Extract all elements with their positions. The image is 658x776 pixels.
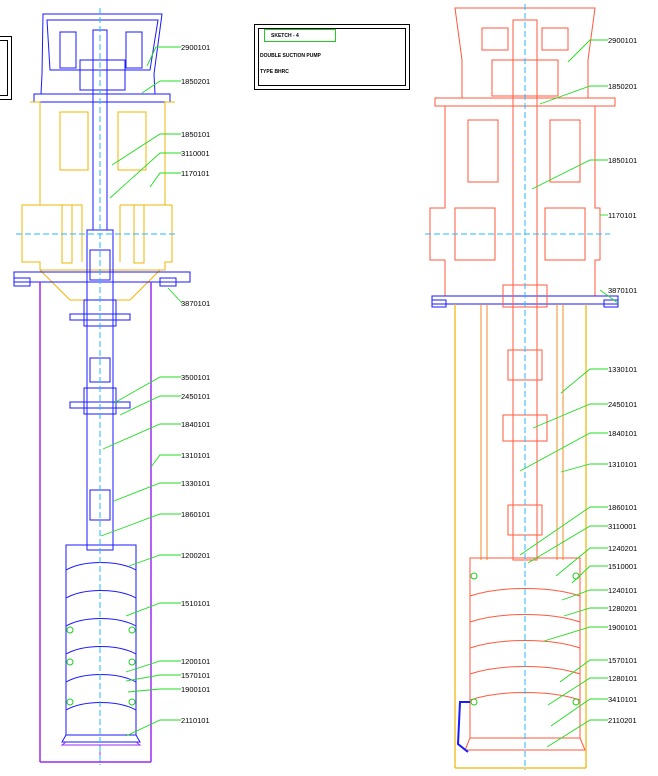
left-part-tag: 1200201 [181, 551, 211, 560]
right-part-tag: 2110201 [608, 716, 637, 725]
pump-description: DOUBLE SUCTION PUMP [260, 53, 321, 59]
left-part-tag: 2900101 [181, 43, 211, 52]
left-title-block-fragment [0, 36, 12, 100]
right-outer-column [454, 304, 587, 769]
right-part-tag: 1860101 [608, 503, 638, 512]
right-part-tag: 1570101 [608, 656, 638, 665]
left-suction-bell [60, 741, 142, 762]
right-part-tag: 1840101 [608, 429, 638, 438]
leader-lines [100, 39, 619, 748]
left-outer-column [39, 282, 152, 763]
right-part-tag: 1240101 [608, 586, 638, 595]
left-part-tag: 1900101 [181, 685, 211, 694]
title-block: SKETCH - 4 DOUBLE SUCTION PUMP TYPE BHRC [254, 24, 410, 90]
left-part-tag: 2450101 [181, 392, 211, 401]
left-base-plate [13, 271, 191, 287]
right-discharge-head [429, 106, 601, 297]
right-pipe-column [480, 304, 564, 560]
right-part-tag: 1850201 [608, 82, 638, 91]
left-motor-stand [33, 13, 171, 103]
left-part-tag: 3110001 [181, 149, 210, 158]
left-part-tag: 1330101 [181, 479, 211, 488]
left-part-tag: 1570101 [181, 671, 211, 680]
right-part-tag: 1900101 [608, 623, 638, 632]
right-part-tag: 3870101 [608, 286, 638, 295]
left-pump [13, 8, 191, 765]
left-part-tag: 2110101 [181, 716, 210, 725]
left-part-tag: 1840101 [181, 420, 211, 429]
left-part-tag: 3500101 [181, 373, 211, 382]
sketch-number: SKETCH - 4 [264, 29, 336, 42]
left-part-tag: 1850101 [181, 130, 211, 139]
right-part-tag: 1850101 [608, 156, 638, 165]
left-part-tag: 1860101 [181, 510, 211, 519]
right-shaft-column [502, 19, 548, 561]
left-part-tag: 3870101 [181, 299, 211, 308]
right-part-tag: 1310101 [608, 460, 638, 469]
left-bowl-assembly [61, 544, 141, 743]
left-part-tag: 1510101 [181, 599, 211, 608]
left-discharge-head [21, 101, 175, 301]
right-bypass-pipe [456, 701, 470, 753]
right-part-tag: 1170101 [608, 211, 637, 220]
right-part-tag: 2900101 [608, 36, 638, 45]
right-part-tag: 1510001 [608, 562, 638, 571]
right-part-tag: 1240201 [608, 544, 638, 553]
right-part-tag: 1280201 [608, 604, 638, 613]
right-pump [425, 4, 619, 770]
right-part-tag: 2450101 [608, 400, 638, 409]
left-part-tag: 1310101 [181, 451, 211, 460]
right-part-tag: 3110001 [608, 522, 637, 531]
right-part-tag: 3410101 [608, 695, 638, 704]
left-part-tag: 1850201 [181, 77, 211, 86]
right-part-tag: 1280101 [608, 674, 638, 683]
left-part-tag: 1200101 [181, 657, 211, 666]
pump-type: TYPE BHRC [260, 69, 289, 75]
right-part-tag: 1330101 [608, 365, 638, 374]
left-bowl-rings [66, 626, 136, 706]
left-part-tag: 1170101 [181, 169, 210, 178]
